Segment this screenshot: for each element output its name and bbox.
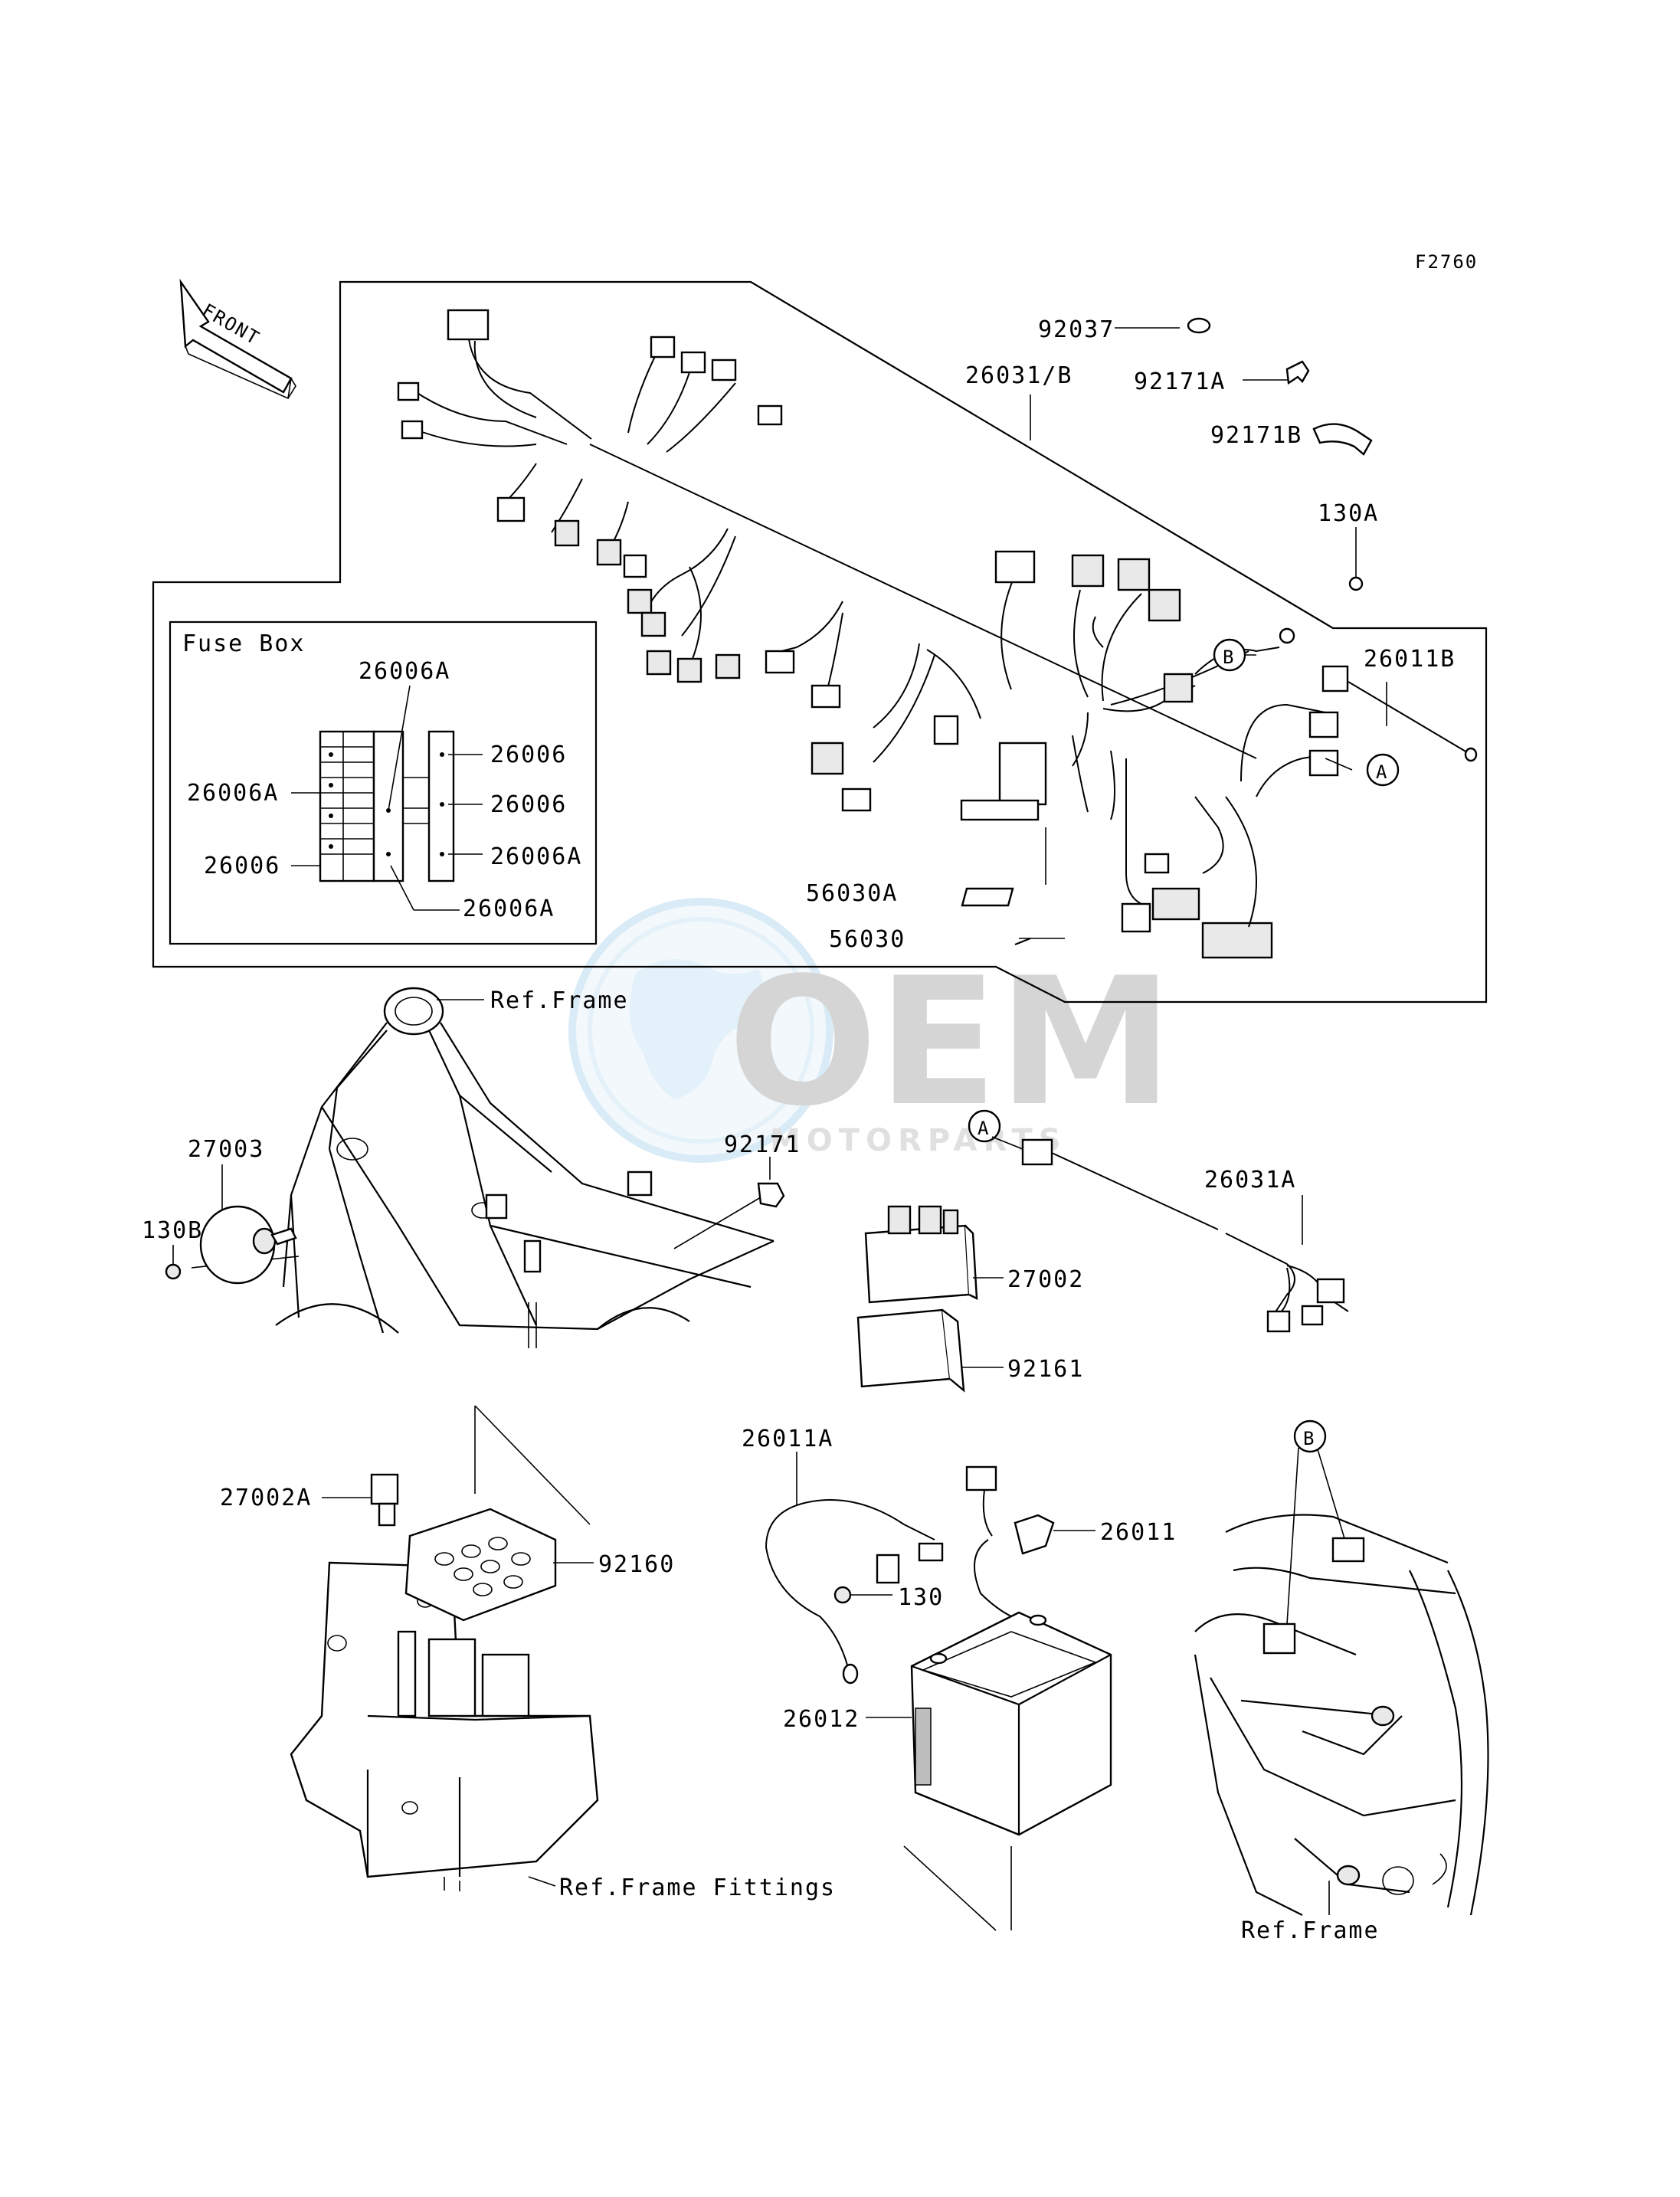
clamp-92171a xyxy=(1285,360,1310,385)
label-26006a-bottom: 26006A xyxy=(463,895,555,922)
label-26006a-top: 26006A xyxy=(359,658,450,685)
watermark-motorparts-text: MOTORPARTS xyxy=(770,1123,1067,1158)
callout-a-subharness: A xyxy=(968,1109,1001,1143)
relay-connector-26011b xyxy=(1321,665,1349,692)
label-26011b: 26011B xyxy=(1364,646,1456,673)
figure-code: F2760 xyxy=(1415,251,1478,273)
label-26006a-left: 26006A xyxy=(187,780,279,807)
fuse-box-leaders xyxy=(291,685,483,911)
fuse-box-assembly xyxy=(998,742,1047,806)
label-130b: 130B xyxy=(142,1217,203,1244)
fuse-box-panel xyxy=(169,620,598,945)
label-26006a-right-3: 26006A xyxy=(490,843,582,870)
horn-27003 xyxy=(199,1205,297,1285)
label-92171a: 92171A xyxy=(1134,368,1226,395)
bolt-130a xyxy=(1348,576,1364,591)
label-26031b: 26031/B xyxy=(965,362,1073,389)
svg-text:B: B xyxy=(1223,647,1235,668)
label-26006-right-1: 26006 xyxy=(490,742,567,768)
svg-text:B: B xyxy=(1303,1428,1315,1449)
battery-26012 xyxy=(903,1611,1112,1931)
label-26006-left: 26006 xyxy=(204,853,280,879)
bolt-130 xyxy=(833,1586,852,1604)
callout-a-harness: A xyxy=(1366,753,1400,787)
callout-b-frame: B xyxy=(1293,1419,1327,1453)
label-26011a: 26011A xyxy=(742,1426,833,1452)
clamp-92171 xyxy=(757,1182,785,1208)
label-plate-56030a xyxy=(961,887,1014,907)
ecu-27002 xyxy=(864,1205,978,1304)
label-130a: 130A xyxy=(1318,500,1379,527)
label-92037: 92037 xyxy=(1038,316,1115,343)
battery-cover-92160 xyxy=(404,1508,557,1622)
label-92161: 92161 xyxy=(1007,1356,1084,1383)
harness-group-outline xyxy=(152,280,1488,1004)
svg-text:A: A xyxy=(978,1118,990,1139)
ecu-case-92161 xyxy=(856,1308,965,1393)
fuse-box-drawing xyxy=(319,730,455,882)
cable-26011a xyxy=(765,1499,944,1685)
relay-26011 xyxy=(965,1465,1055,1617)
relay-27002a xyxy=(370,1473,399,1527)
label-ref-frame-fittings: Ref.Frame Fittings xyxy=(559,1874,836,1901)
label-27003: 27003 xyxy=(188,1136,264,1163)
label-26011: 26011 xyxy=(1100,1519,1177,1546)
clamp-92171b xyxy=(1312,423,1373,456)
clamp-92037 xyxy=(1187,317,1211,334)
fuse-box-title: Fuse Box xyxy=(182,630,306,657)
main-wiring-harness xyxy=(397,309,1339,959)
sub-harness-26031a xyxy=(991,1136,1349,1333)
label-56030: 56030 xyxy=(829,926,905,953)
front-arrow-icon: FRONT xyxy=(179,278,296,400)
label-26006-right-2: 26006 xyxy=(490,791,567,818)
label-92160: 92160 xyxy=(598,1551,675,1578)
label-26012: 26012 xyxy=(783,1706,860,1733)
watermark-oem-text: OEM xyxy=(728,941,1174,1145)
frame-drawing-lower xyxy=(1194,1447,1489,1916)
label-ref-frame-1: Ref.Frame xyxy=(490,987,629,1014)
harness-parts xyxy=(961,317,1478,946)
label-92171b: 92171B xyxy=(1210,422,1302,449)
label-26031a: 26031A xyxy=(1204,1167,1296,1193)
label-27002: 27002 xyxy=(1007,1266,1084,1293)
callout-b-harness: B xyxy=(1213,638,1246,672)
label-ref-frame-2: Ref.Frame xyxy=(1241,1917,1380,1944)
label-56030a: 56030A xyxy=(806,880,898,907)
battery-case-drawing xyxy=(290,1405,599,1891)
label-27002a: 27002A xyxy=(220,1485,312,1511)
bolt-130b xyxy=(165,1263,182,1280)
svg-text:A: A xyxy=(1376,761,1388,783)
harness-main-connector xyxy=(447,309,490,341)
label-130: 130 xyxy=(898,1584,944,1611)
label-92171: 92171 xyxy=(724,1131,801,1158)
